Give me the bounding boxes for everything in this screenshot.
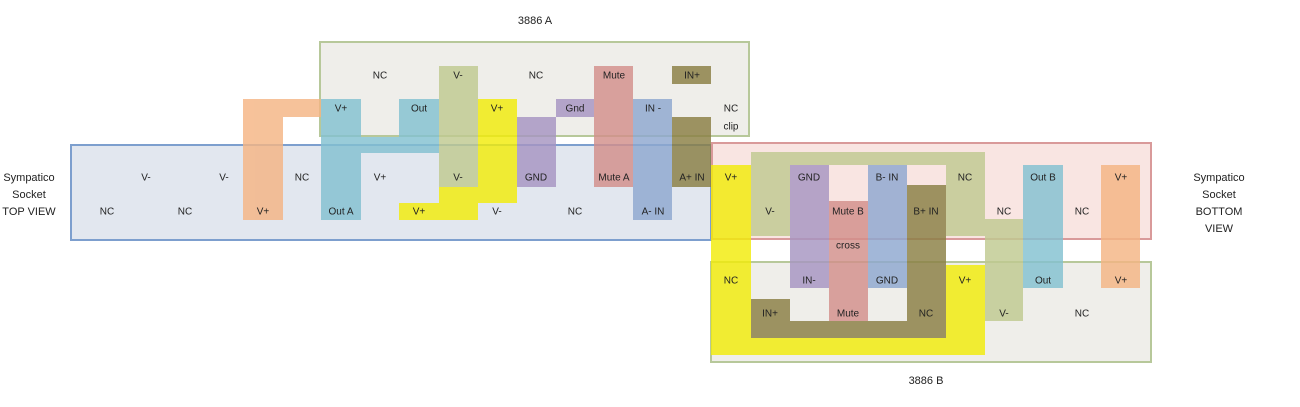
pin-label: B+ IN	[913, 207, 938, 218]
pin-label: V+	[335, 104, 348, 115]
pin-label: Out B	[1030, 173, 1056, 184]
pin-label: NC	[529, 71, 543, 82]
wire-out-cyan-b	[1023, 165, 1063, 288]
wire-out-cyan-link	[321, 137, 439, 153]
pin-label: IN+	[684, 71, 700, 82]
pin-label: B- IN	[876, 173, 899, 184]
pin-label: Out A	[328, 207, 353, 218]
wire-inplus-top	[672, 66, 711, 84]
socket-bottom-pins: V+ GND B- IN NC Out B V+ V- Mute B B+ IN…	[725, 173, 1128, 252]
right-side-line-1: Sympatico	[1193, 172, 1244, 184]
pin-label: GND	[798, 173, 820, 184]
pin-label: Mute B	[832, 207, 864, 218]
chip-b-pins: NC IN- GND V+ Out V+ IN+ Mute NC V- NC	[724, 276, 1128, 320]
pin-label: GND	[525, 173, 547, 184]
wire-vminus-olive-b	[751, 152, 1023, 321]
wire-inminus-steel	[633, 99, 672, 220]
wire-vplus-yellow	[399, 99, 517, 220]
right-side-line-2: Socket	[1202, 189, 1236, 201]
pin-label: NC	[958, 173, 972, 184]
chip-a-pins: NC V- NC Mute IN+ V+ Out V+ Gnd IN - NC …	[335, 71, 739, 133]
pin-label: NC	[724, 104, 738, 115]
pin-label: Gnd	[566, 104, 585, 115]
pin-label: NC	[1075, 207, 1089, 218]
pin-label: NC	[295, 173, 309, 184]
left-side-line-1: Sympatico	[3, 172, 54, 184]
wire-vplus-yellow-b	[711, 165, 985, 355]
wire-vplus-orange	[243, 99, 361, 220]
pin-label: NC	[997, 207, 1011, 218]
pin-label: Mute	[837, 309, 860, 320]
chip-b-wires	[711, 152, 1140, 355]
pin-label: clip	[723, 122, 738, 133]
wire-bminus-steel	[868, 165, 907, 288]
pin-label: V-	[999, 309, 1008, 320]
wire-vminus-olive	[439, 66, 478, 187]
chip-b-title: 3886 B	[909, 375, 944, 387]
wire-inplus-olive-dark	[672, 117, 711, 187]
pin-label: NC	[373, 71, 387, 82]
pin-label: Out	[411, 104, 427, 115]
pin-label: V-	[765, 207, 774, 218]
right-side-line-4: VIEW	[1205, 223, 1234, 235]
pin-label: V+	[413, 207, 426, 218]
pin-label: Mute A	[598, 173, 629, 184]
chip-a-wires	[243, 66, 711, 220]
pin-label: Out	[1035, 276, 1051, 287]
pin-label: V+	[725, 173, 738, 184]
wire-mute-rose	[594, 66, 633, 187]
pin-label: IN -	[645, 104, 661, 115]
pin-label: V-	[453, 173, 462, 184]
pin-label: V-	[219, 173, 228, 184]
pin-label: GND	[876, 276, 898, 287]
chip-a-title: 3886 A	[518, 15, 553, 27]
pin-label: NC	[919, 309, 933, 320]
pin-label: V+	[959, 276, 972, 287]
wire-out-cyan-top	[399, 99, 439, 138]
pin-label: IN+	[762, 309, 778, 320]
pin-label: NC	[1075, 309, 1089, 320]
pin-label: V-	[453, 71, 462, 82]
left-side-line-2: Socket	[12, 189, 46, 201]
wire-mute-rose-b	[829, 201, 868, 321]
cross-label: cross	[836, 241, 860, 252]
pin-label: V+	[1115, 173, 1128, 184]
pin-label: V+	[257, 207, 270, 218]
wire-gnd-purple-b	[790, 165, 829, 288]
pin-label: V+	[491, 104, 504, 115]
pin-label: Mute	[603, 71, 626, 82]
left-side-line-3: TOP VIEW	[2, 206, 56, 218]
pin-label: V+	[1115, 276, 1128, 287]
pin-label: NC	[724, 276, 738, 287]
left-side-label: Sympatico Socket TOP VIEW	[2, 172, 56, 218]
pin-label: V+	[374, 173, 387, 184]
wire-bplus-olive-dark	[751, 185, 946, 338]
pin-label: A+ IN	[679, 173, 704, 184]
pin-label: V-	[141, 173, 150, 184]
pin-label: NC	[568, 207, 582, 218]
wire-vplus-orange-b	[1101, 165, 1140, 288]
pin-label: V-	[492, 207, 501, 218]
socket-top-pins: V- V- NC V+ V- GND Mute A A+ IN NC NC V+…	[100, 173, 705, 218]
wire-out-cyan	[321, 99, 361, 220]
pin-label: IN-	[802, 276, 815, 287]
wire-gnd-purple	[517, 99, 594, 187]
pin-label: NC	[100, 207, 114, 218]
right-side-label: Sympatico Socket BOTTOM VIEW	[1193, 172, 1244, 235]
pin-label: A- IN	[642, 207, 665, 218]
right-side-line-3: BOTTOM	[1196, 206, 1243, 218]
pin-label: NC	[178, 207, 192, 218]
